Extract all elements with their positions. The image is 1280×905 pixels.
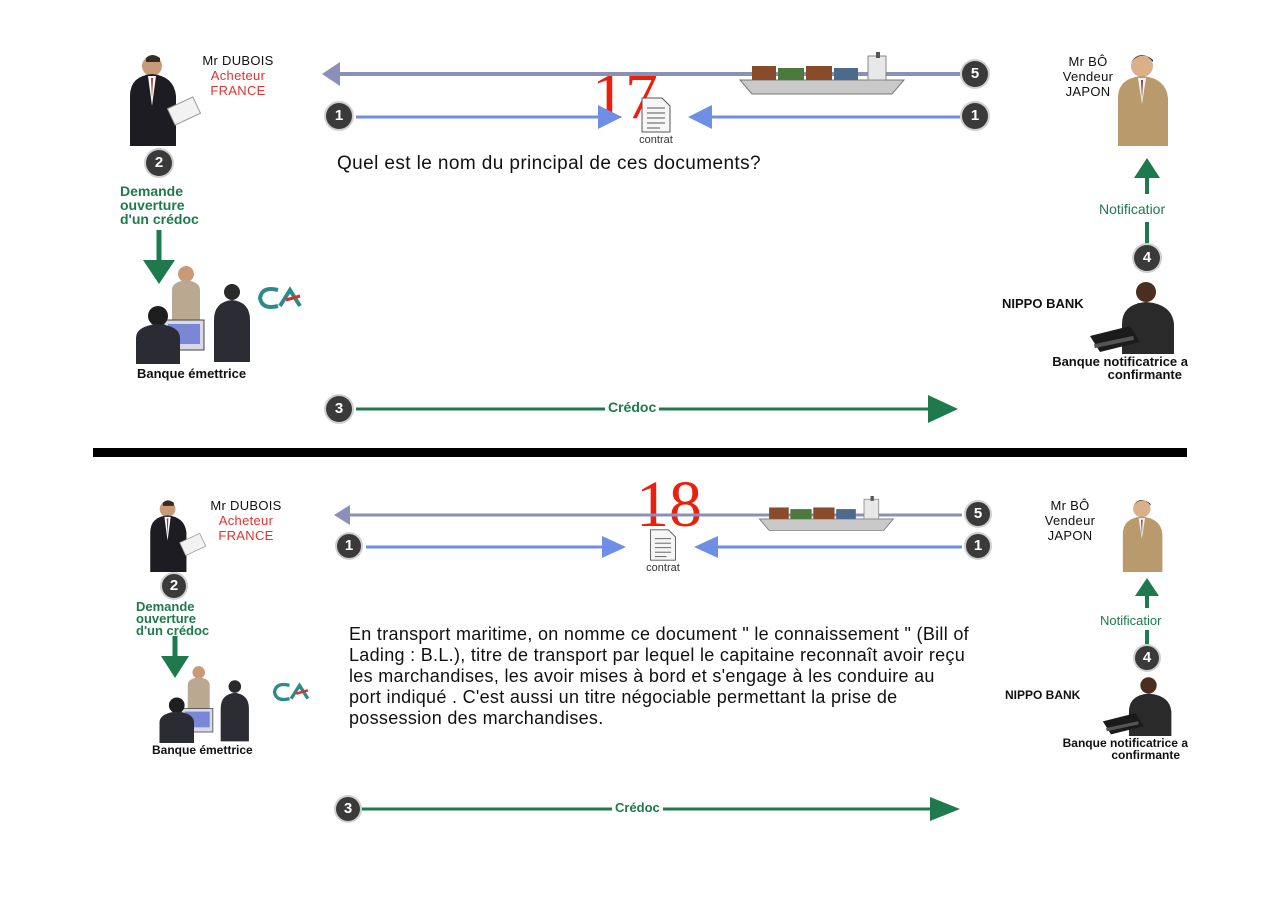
issuing-bank-label: Banque émettrice: [152, 743, 253, 757]
slide-answer-text: En transport maritime, on nomme ce docum…: [349, 624, 969, 728]
buyer-person-icon: [140, 498, 214, 572]
ship-icon: [744, 496, 912, 532]
seller-country: JAPON: [1065, 84, 1111, 99]
slide-18: 18 Mr DUBOIS Acheteur FRANCE Mr BÔ Vende…: [0, 458, 1280, 905]
buyer-country: FRANCE: [218, 528, 274, 543]
contract-arrow-left: [366, 536, 626, 558]
request-arrow: [143, 230, 175, 284]
step-1-seller-bubble: 1: [966, 534, 990, 558]
slide-divider: [93, 448, 1187, 457]
nippo-bank-label: NIPPO BANK: [1005, 688, 1081, 702]
credoc-label: Crédoc: [605, 399, 660, 415]
buyer-person-icon: [124, 52, 204, 146]
bank-staff-icon: [134, 262, 254, 364]
credit-agricole-logo: [272, 682, 312, 702]
notifying-bank-line-2: confirmante: [1111, 748, 1180, 761]
contract-arrow-left: [356, 105, 622, 129]
step-2-bubble: 2: [146, 150, 172, 176]
credit-agricole-logo: [257, 286, 304, 310]
buyer-role: Acheteur: [210, 68, 266, 83]
issuing-bank-label: Banque émettrice: [137, 366, 247, 381]
seller-person-icon: [1110, 50, 1182, 146]
buyer-title: Mr DUBOIS: [202, 53, 274, 68]
request-line-3: d'un crédoc: [136, 623, 210, 638]
request-line-3: d'un crédoc: [120, 211, 199, 227]
slide-number: 18: [636, 468, 702, 541]
bank-staff-icon: [150, 663, 260, 743]
step-4-bubble: 4: [1134, 245, 1160, 271]
nippo-banker-icon: [1098, 674, 1186, 736]
ship-arrow: [334, 505, 962, 525]
buyer-label: Mr DUBOIS Acheteur FRANCE: [196, 498, 296, 543]
request-credoc-text: Demande ouverture d'un crédoc: [136, 599, 210, 638]
nippo-banker-icon: [1088, 278, 1188, 354]
notifying-bank-line-1: Banque notificatrice a: [1052, 355, 1188, 369]
request-credoc-text: Demande ouverture d'un crédoc: [120, 184, 199, 226]
step-3-bubble: 3: [326, 396, 352, 422]
notification-label: Notificatior: [1100, 613, 1162, 628]
credoc-label: Crédoc: [612, 800, 663, 815]
request-line-1: Demande: [120, 183, 184, 199]
buyer-role: Acheteur: [218, 513, 274, 528]
step-5-bubble: 5: [966, 502, 990, 526]
seller-person-icon: [1112, 496, 1178, 572]
notification-label: Notificatior: [1099, 201, 1166, 217]
slide-question: Quel est le nom du principal de ces docu…: [337, 153, 761, 174]
notifying-bank-line-1: Banque notificatrice a: [1062, 737, 1188, 750]
buyer-label: Mr DUBOIS Acheteur FRANCE: [183, 53, 293, 98]
seller-title: Mr BÔ: [1050, 498, 1090, 513]
notifying-bank-line-2: confirmante: [1107, 367, 1182, 381]
seller-label: Mr BÔ Vendeur JAPON: [1048, 54, 1128, 99]
step-2-bubble: 2: [162, 574, 186, 598]
step-1-buyer-bubble: 1: [326, 103, 352, 129]
buyer-title: Mr DUBOIS: [210, 498, 282, 513]
ship-icon: [738, 52, 910, 96]
contract-label: contrat: [646, 562, 680, 574]
step-1-seller-bubble: 1: [962, 103, 988, 129]
nippo-bank-label: NIPPO BANK: [1002, 296, 1084, 311]
notification-arrow: [1134, 158, 1160, 245]
request-arrow: [161, 636, 189, 678]
request-line-1: Demande: [136, 599, 195, 614]
notifying-bank-label: Banque notificatrice a confirmante: [1010, 737, 1188, 761]
seller-label: Mr BÔ Vendeur JAPON: [1030, 498, 1110, 543]
step-1-buyer-bubble: 1: [337, 534, 361, 558]
notification-arrow: [1135, 578, 1159, 646]
slide-17: 17 Mr DUBOIS Acheteur FRANCE Mr BÔ Vende…: [0, 0, 1280, 445]
step-4-bubble: 4: [1135, 646, 1159, 670]
seller-role: Vendeur: [1062, 69, 1114, 84]
contract-arrow-right: [688, 105, 960, 129]
buyer-country: FRANCE: [210, 83, 266, 98]
contract-document-icon: [646, 528, 680, 562]
seller-role: Vendeur: [1044, 513, 1096, 528]
request-line-2: ouverture: [120, 197, 185, 213]
seller-country: JAPON: [1047, 528, 1093, 543]
contract-document-icon: [638, 96, 674, 134]
contract-label: contrat: [639, 134, 673, 146]
request-line-2: ouverture: [136, 611, 196, 626]
contract-arrow-right: [694, 536, 962, 558]
step-3-bubble: 3: [336, 797, 360, 821]
step-5-bubble: 5: [962, 61, 988, 87]
notifying-bank-label: Banque notificatrice a confirmante: [1008, 355, 1188, 381]
seller-title: Mr BÔ: [1068, 54, 1108, 69]
